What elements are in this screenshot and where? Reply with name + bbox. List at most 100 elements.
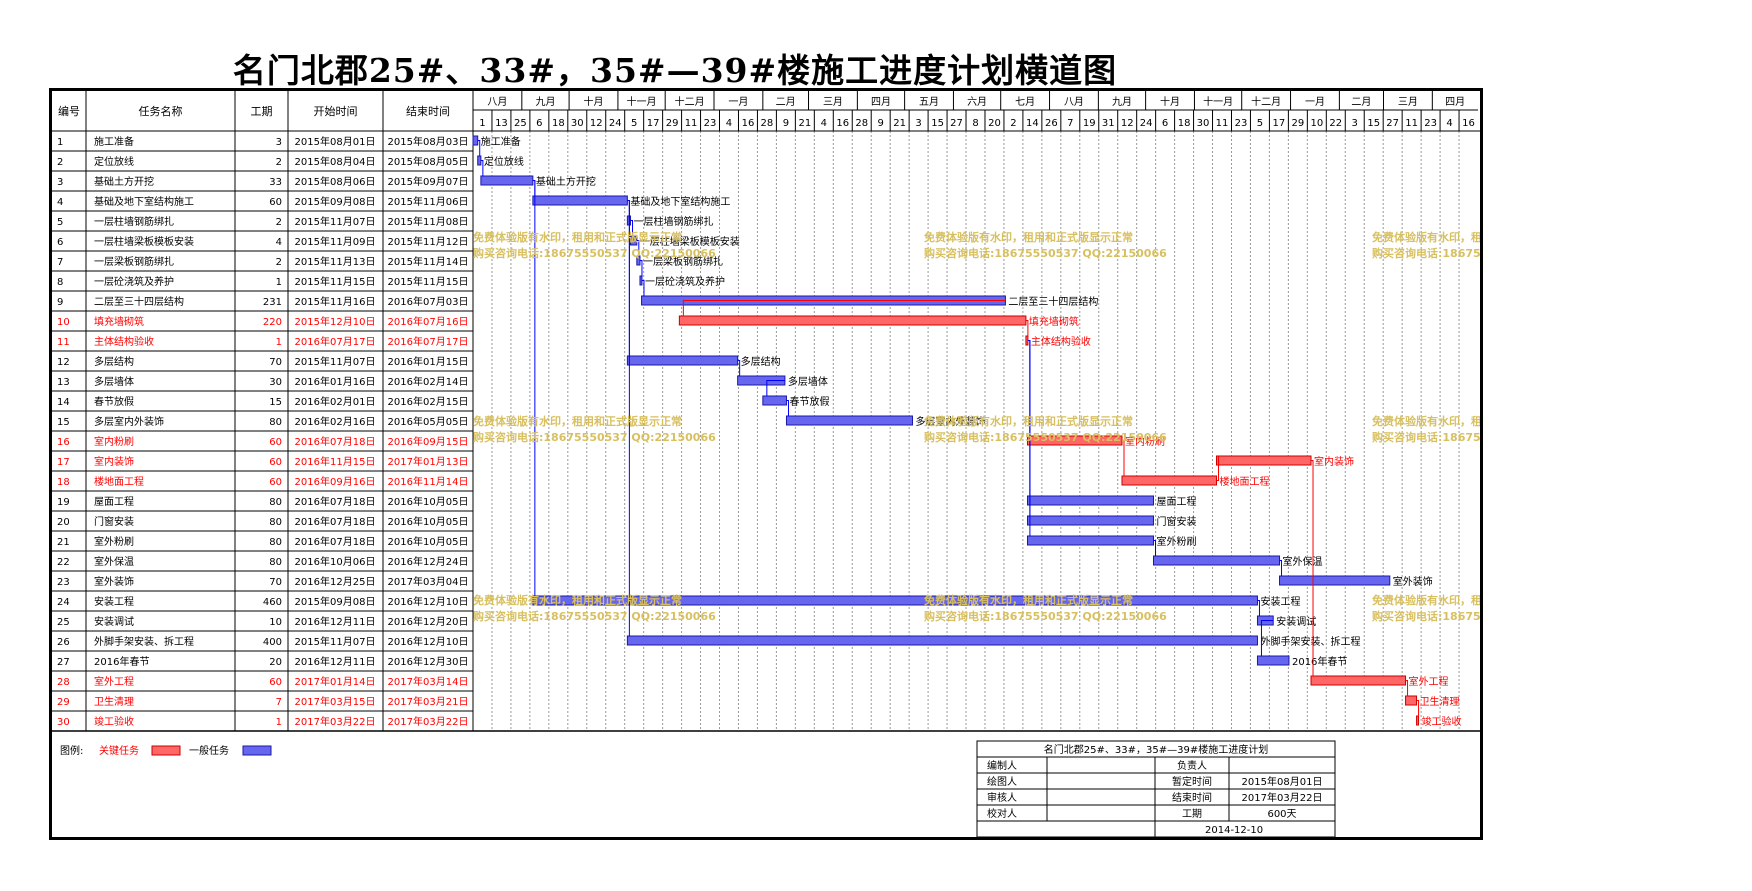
task-id: 14: [57, 397, 70, 408]
day-label: 31: [1102, 118, 1115, 129]
bar-label: 卫生清理: [1420, 695, 1460, 708]
bar-label: 室内粉刷: [1125, 435, 1165, 448]
task-start: 2015年11月07日: [295, 635, 376, 648]
task-end: 2016年07月17日: [388, 335, 469, 348]
task-name: 楼地面工程: [94, 475, 144, 488]
task-name: 安装工程: [94, 595, 134, 608]
task-id: 4: [57, 197, 63, 208]
gantt-chart: 编号任务名称工期开始时间结束时间八月九月十月十一月十二月一月二月三月四月五月六月…: [52, 91, 1615, 838]
gantt-bar: [626, 635, 1258, 646]
task-duration: 400: [263, 637, 282, 648]
watermark-text: 购买咨询电话:18675550537 QQ:22150066: [924, 246, 1167, 260]
task-id: 25: [57, 617, 70, 628]
dependency-link: [480, 160, 484, 177]
bar-label: 室外工程: [1409, 675, 1449, 688]
month-label: 九月: [535, 96, 555, 108]
task-id: 22: [57, 557, 70, 568]
bar-label: 一层梁板钢筋绑扎: [643, 255, 723, 268]
day-label: 17: [1273, 118, 1286, 129]
task-end: 2016年10月05日: [388, 535, 469, 548]
bar-label: 基础及地下室结构施工: [630, 195, 730, 208]
info-label: 编制人: [987, 759, 1017, 772]
month-label: 十二月: [1251, 95, 1281, 108]
gantt-bar: [1025, 335, 1029, 346]
task-duration: 80: [269, 417, 282, 428]
month-label: 十一月: [1203, 95, 1233, 108]
bar-label: 定位放线: [484, 155, 524, 168]
bar-label: 外脚手架安装、拆工程: [1260, 635, 1360, 648]
task-end: 2016年12月10日: [388, 635, 469, 648]
task-duration: 30: [269, 377, 282, 388]
gantt-bar: [1026, 515, 1155, 526]
task-duration: 80: [269, 497, 282, 508]
info-label: 审核人: [987, 791, 1017, 804]
watermark-text: 购买咨询电话:18675550537 QQ:22150066: [1372, 246, 1480, 260]
watermark-text: 购买咨询电话:18675550537 QQ:22150066: [473, 609, 716, 623]
bar-label: 基础土方开挖: [536, 175, 596, 188]
task-duration: 60: [269, 437, 282, 448]
day-label: 15: [931, 118, 944, 129]
day-label: 3: [1352, 118, 1358, 129]
month-label: 五月: [919, 96, 939, 108]
watermark-text: 免费体验版有水印，租用和正式版显示正常: [473, 230, 682, 244]
task-duration: 80: [269, 537, 282, 548]
task-end: 2017年03月21日: [388, 695, 469, 708]
task-name: 主体结构验收: [94, 335, 154, 348]
task-end: 2015年09月07日: [388, 175, 469, 188]
task-duration: 20: [269, 657, 282, 668]
dependency-link: [682, 300, 1006, 317]
day-label: 7: [1067, 118, 1073, 129]
info-value: 2015年08月01日: [1242, 775, 1323, 788]
task-id: 7: [57, 257, 63, 268]
task-end: 2016年07月03日: [388, 295, 469, 308]
watermark-text: 免费体验版有水印，租用和正式版显示正常: [924, 230, 1133, 244]
task-start: 2015年08月01日: [295, 135, 376, 148]
legend-prefix: 图例:: [60, 744, 83, 757]
task-name: 基础土方开挖: [94, 175, 154, 188]
dependency-link: [1027, 340, 1031, 537]
task-duration: 60: [269, 477, 282, 488]
task-name: 室外粉刷: [94, 535, 134, 548]
task-end: 2017年03月14日: [388, 675, 469, 688]
day-label: 21: [893, 118, 906, 129]
task-end: 2017年01月13日: [388, 455, 469, 468]
header-id: 编号: [58, 104, 80, 118]
task-start: 2015年11月15日: [295, 275, 376, 288]
info-date: 2014-12-10: [1205, 825, 1263, 836]
task-id: 20: [57, 517, 70, 528]
task-end: 2016年10月05日: [388, 495, 469, 508]
task-id: 12: [57, 357, 70, 368]
bar-label: 楼地面工程: [1220, 475, 1270, 488]
bar-label: 室外装饰: [1393, 575, 1433, 588]
day-label: 25: [514, 118, 527, 129]
dependency-link: [737, 360, 741, 377]
dependency-link: [1260, 620, 1274, 657]
month-label: 七月: [1015, 96, 1035, 108]
task-id: 8: [57, 277, 63, 288]
day-label: 18: [552, 118, 565, 129]
task-end: 2015年11月15日: [388, 275, 469, 288]
watermark-text: 免费体验版有水印，租用和正式版显示正常: [473, 593, 682, 607]
task-name: 一层砼浇筑及养护: [94, 275, 174, 288]
task-start: 2015年11月13日: [295, 255, 376, 268]
task-duration: 80: [269, 557, 282, 568]
task-id: 16: [57, 437, 70, 448]
gantt-bar: [737, 375, 786, 386]
watermark-text: 免费体验版有水印，租用和正式版显示正常: [924, 414, 1133, 428]
gantt-bar: [472, 135, 479, 146]
watermark-text: 免费体验版有水印，租用和正式版显示正常: [1372, 414, 1480, 428]
task-duration: 15: [269, 397, 282, 408]
bar-label: 施工准备: [481, 135, 521, 148]
bar-label: 一层柱墙梁板模板安装: [640, 235, 740, 248]
task-duration: 2: [276, 157, 282, 168]
task-start: 2015年11月16日: [295, 295, 376, 308]
legend-critical-label: 关键任务: [99, 744, 139, 757]
task-id: 3: [57, 177, 63, 188]
task-name: 二层至三十四层结构: [94, 295, 184, 308]
gantt-bar: [1256, 655, 1290, 666]
bar-label: 门窗安装: [1157, 515, 1197, 528]
task-end: 2015年11月08日: [388, 215, 469, 228]
task-duration: 460: [263, 597, 282, 608]
day-label: 11: [1405, 118, 1418, 129]
bar-label: 填充墙砌筑: [1029, 315, 1079, 328]
